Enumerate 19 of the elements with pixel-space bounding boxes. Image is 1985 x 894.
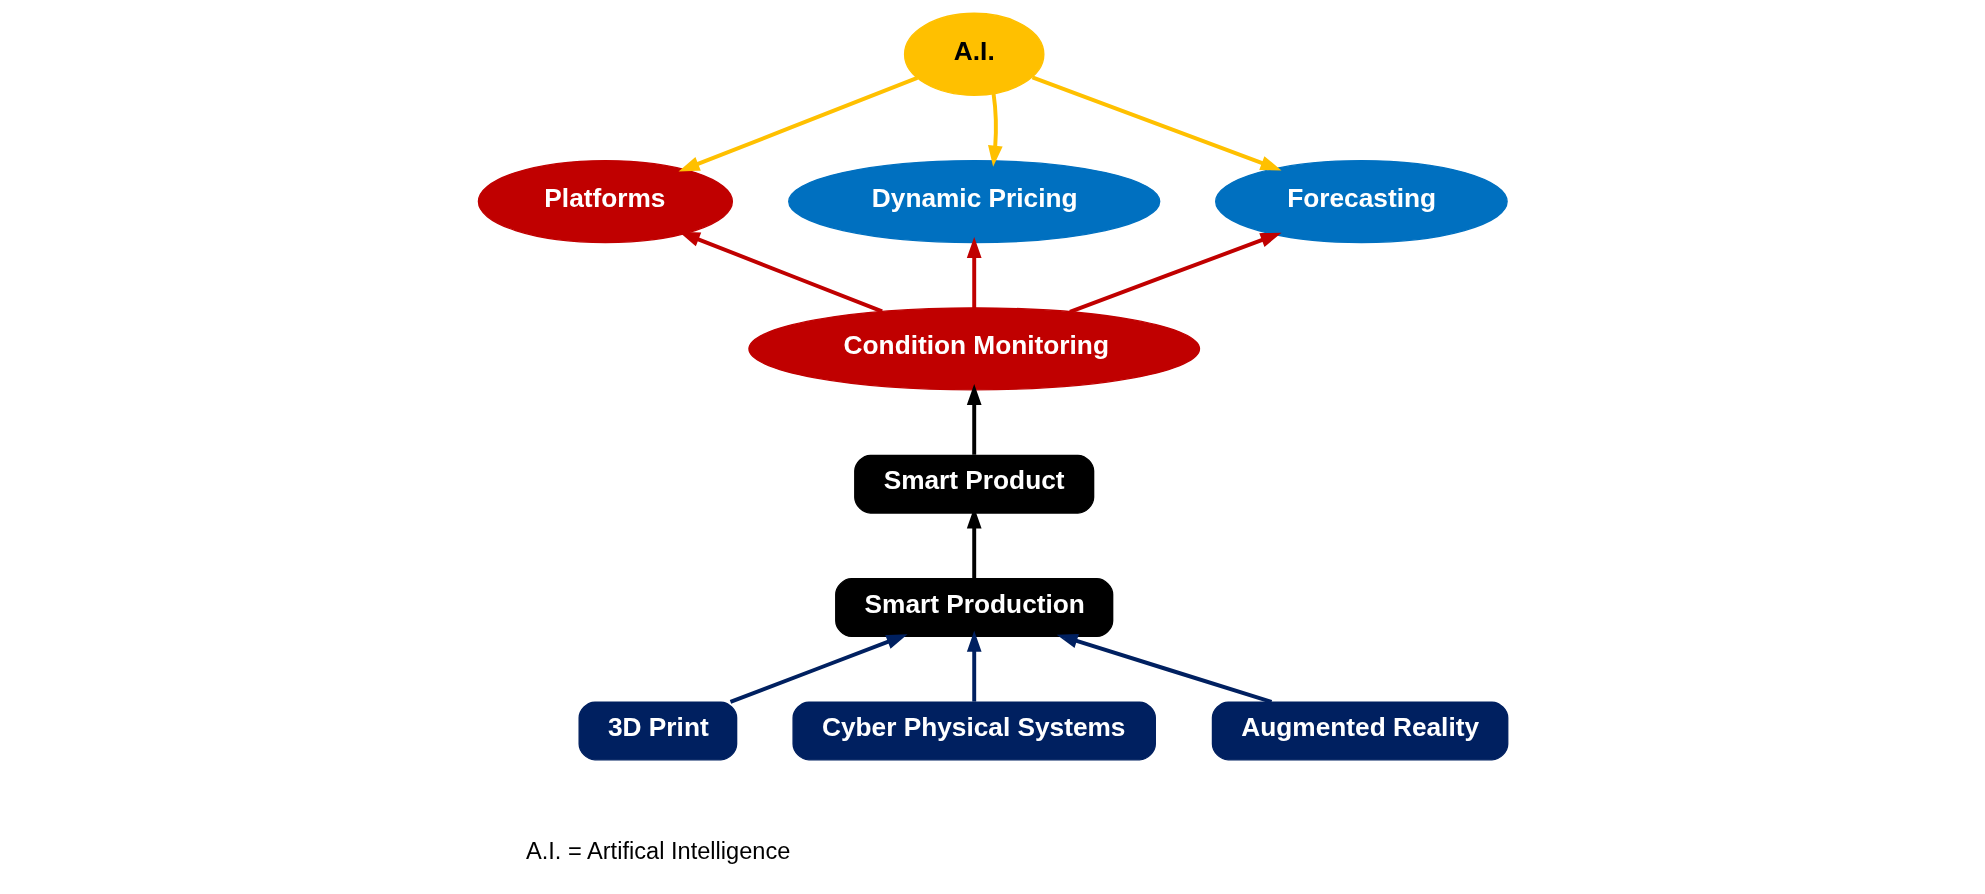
node-ellipse: A.I.	[903, 12, 1045, 96]
arrow	[966, 630, 982, 702]
arrow	[678, 76, 918, 172]
node-ellipse: Dynamic Pricing	[787, 159, 1160, 244]
node-ellipse: Forecasting	[1214, 159, 1508, 244]
arrow	[1031, 75, 1282, 171]
node-box: Smart Product	[853, 454, 1094, 514]
arrow	[1056, 633, 1272, 704]
node-ellipse: Condition Monitoring	[747, 307, 1200, 391]
arrow	[966, 383, 982, 455]
label: A.I. = Artifical Intelligence	[525, 837, 790, 864]
arrow	[1068, 232, 1282, 314]
node-box: Augmented Reality	[1211, 701, 1508, 761]
arrow	[729, 634, 908, 704]
node-box: Smart Production	[834, 578, 1113, 638]
arrow	[987, 93, 1003, 167]
arrow	[966, 236, 982, 308]
node-box: Cyber Physical Systems	[791, 701, 1156, 761]
node-box: 3D Print	[578, 701, 737, 761]
